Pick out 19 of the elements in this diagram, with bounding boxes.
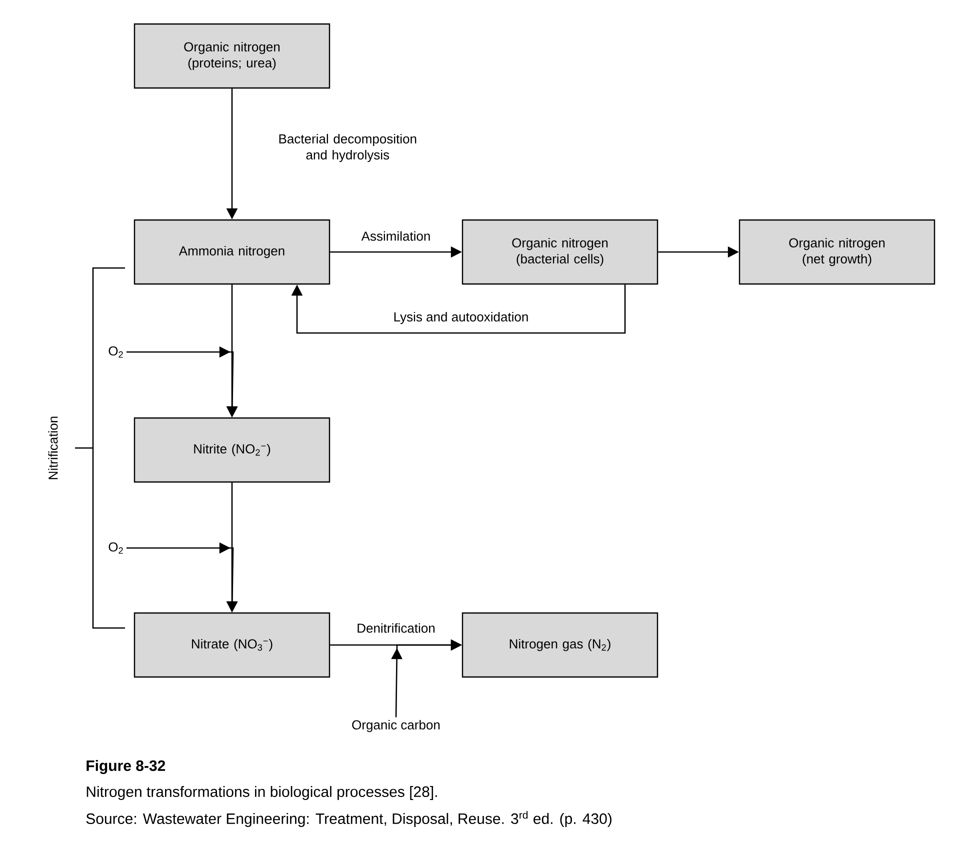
process-box: Organic nitrogen (bacterial cells) <box>462 219 658 285</box>
process-box: Nitrate (NO$_{3}$$^{−}$) <box>134 612 330 678</box>
edge-label: Bacterial decomposition and hydrolysis <box>279 134 416 162</box>
process-box: Ammonia nitrogen <box>134 219 330 285</box>
process-box: Organic nitrogen (net growth) <box>738 219 936 285</box>
edge-label: Lysis and autooxidation <box>394 312 528 324</box>
arrow <box>291 284 626 334</box>
process-box: Nitrogen gas (N$_{2}$) <box>462 612 658 678</box>
caption: Nitrogen transformations in biological processes [28]. <box>86 786 437 800</box>
process-box: Nitrite (NO$_{2}$$^{−}$) <box>134 417 330 483</box>
figure-number: Figure 8-32 <box>86 760 166 774</box>
input-label: Organic carbon <box>352 720 440 732</box>
bracket-label: Nitrification <box>48 416 58 480</box>
edge-label: Denitrification <box>358 623 435 633</box>
process-box: Organic nitrogen (proteins; urea) <box>134 23 330 89</box>
input-label: O$_{2}$ <box>108 542 123 554</box>
source-note: Source: Wastewater Engineering: Treatment, Disposal, Reuse. 3$^{rd}$ ed. (p. 430) <box>86 811 612 827</box>
input-label: O$_{2}$ <box>108 346 123 358</box>
edge-label: Assimilation <box>361 231 430 241</box>
